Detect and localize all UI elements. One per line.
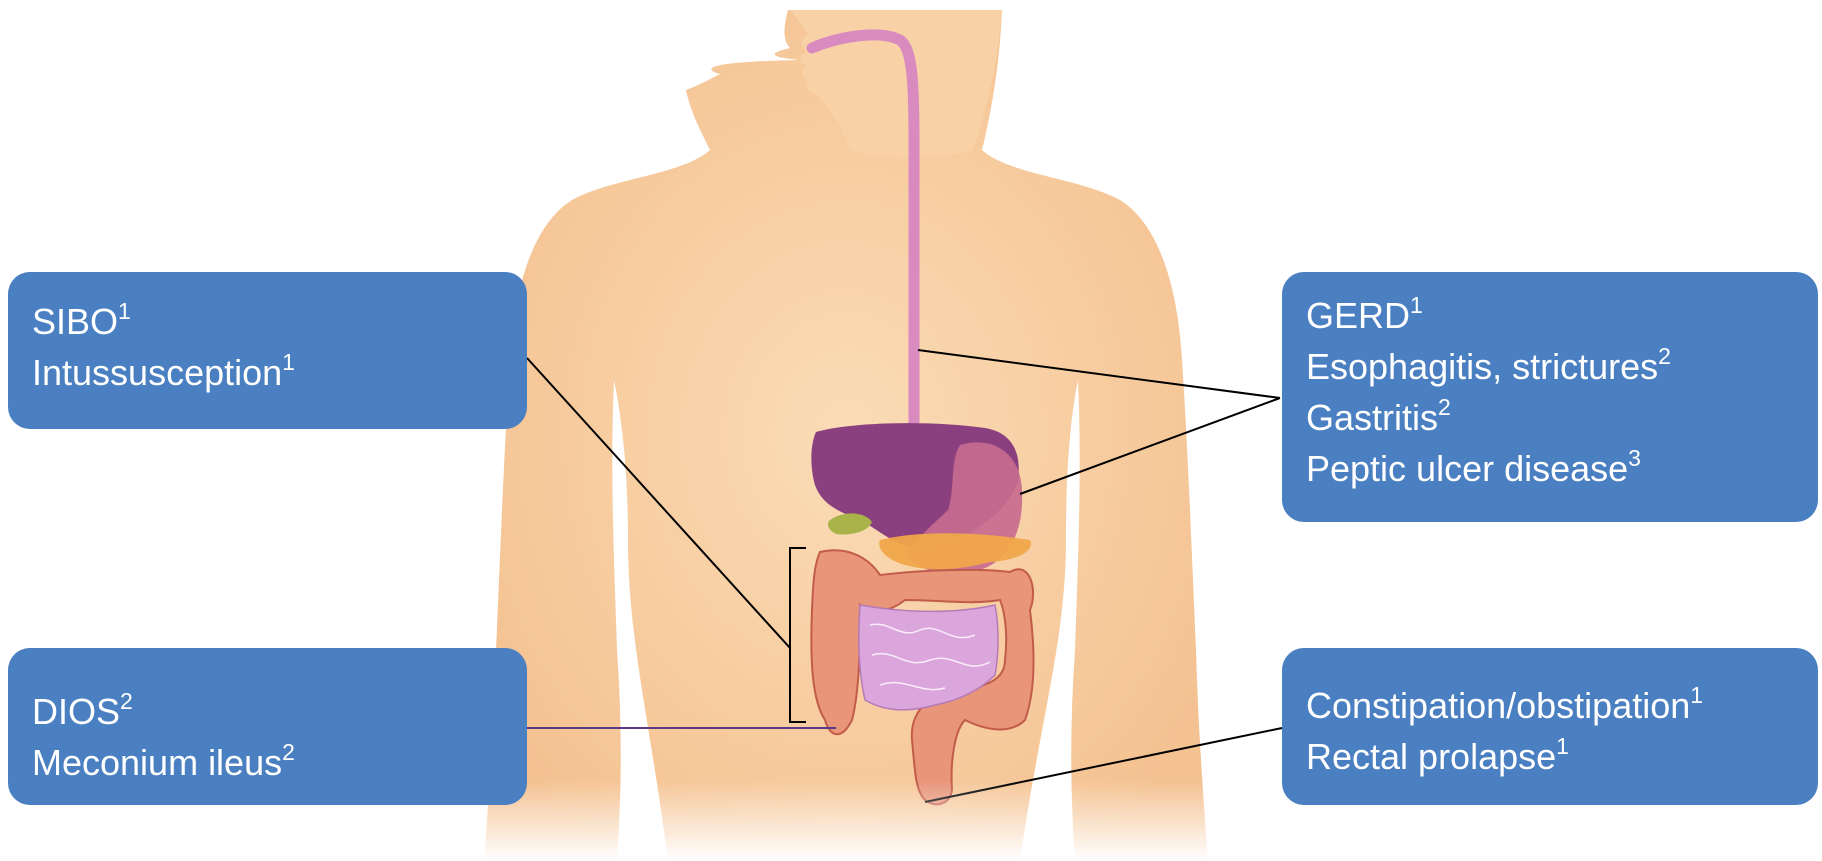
- callout-line: GERD1: [1306, 290, 1794, 341]
- callout-sibo: SIBO1 Intussusception1: [8, 272, 527, 429]
- condition-label: Esophagitis, strictures: [1306, 346, 1658, 387]
- condition-label: Peptic ulcer disease: [1306, 448, 1628, 489]
- reference-marker: 1: [118, 298, 131, 324]
- reference-marker: 2: [282, 739, 295, 765]
- reference-marker: 1: [1690, 682, 1703, 708]
- reference-marker: 3: [1628, 445, 1641, 471]
- condition-label: DIOS: [32, 691, 120, 732]
- reference-marker: 1: [282, 349, 295, 375]
- callout-dios: DIOS2 Meconium ileus2: [8, 648, 527, 805]
- callout-line: DIOS2: [32, 686, 503, 737]
- reference-marker: 1: [1556, 733, 1569, 759]
- condition-label: Meconium ileus: [32, 742, 282, 783]
- callout-line: Constipation/obstipation1: [1306, 680, 1794, 731]
- reference-marker: 1: [1410, 292, 1423, 318]
- reference-marker: 2: [1438, 394, 1451, 420]
- reference-marker: 2: [120, 688, 133, 714]
- condition-label: SIBO: [32, 301, 118, 342]
- condition-label: GERD: [1306, 295, 1410, 336]
- callout-line: Intussusception1: [32, 347, 503, 398]
- callout-line: Rectal prolapse1: [1306, 731, 1794, 782]
- callout-gerd: GERD1 Esophagitis, strictures2 Gastritis…: [1282, 272, 1818, 522]
- callout-constipation: Constipation/obstipation1 Rectal prolaps…: [1282, 648, 1818, 805]
- condition-label: Constipation/obstipation: [1306, 685, 1690, 726]
- bottom-fade: [440, 780, 1260, 861]
- callout-line: SIBO1: [32, 296, 503, 347]
- condition-label: Intussusception: [32, 352, 282, 393]
- reference-marker: 2: [1658, 343, 1671, 369]
- callout-line: Gastritis2: [1306, 392, 1794, 443]
- condition-label: Gastritis: [1306, 397, 1438, 438]
- callout-line: Esophagitis, strictures2: [1306, 341, 1794, 392]
- condition-label: Rectal prolapse: [1306, 736, 1556, 777]
- callout-line: Peptic ulcer disease3: [1306, 443, 1794, 494]
- callout-line: Meconium ileus2: [32, 737, 503, 788]
